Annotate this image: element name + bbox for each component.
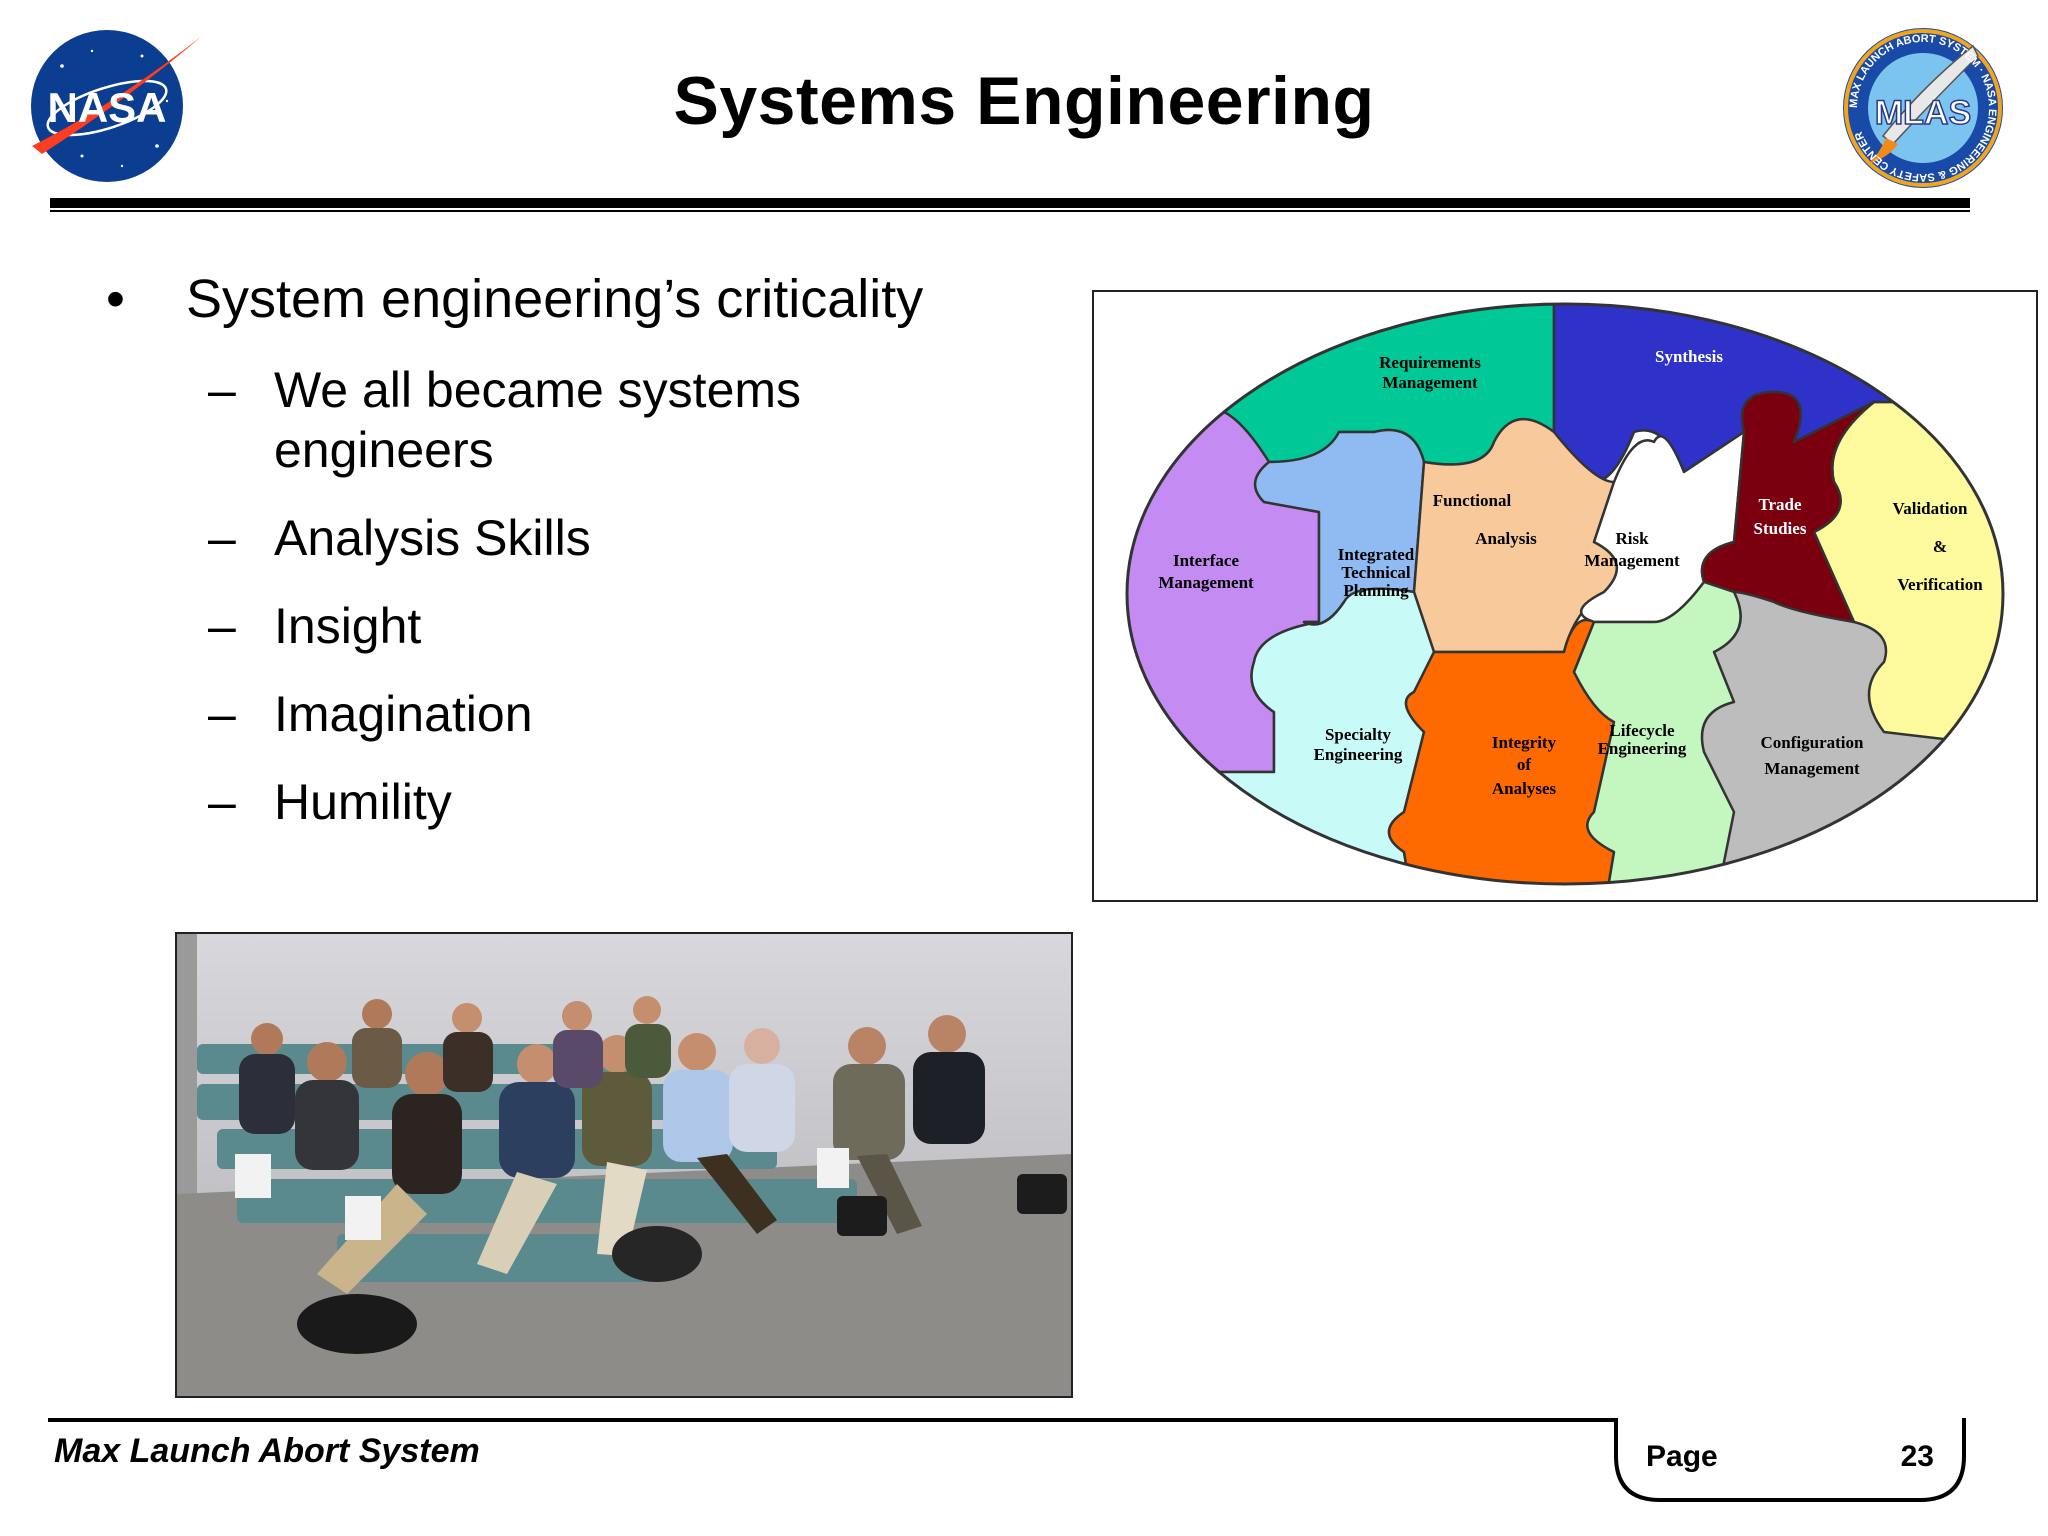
svg-text:Verification: Verification: [1897, 575, 1983, 594]
footer-title: Max Launch Abort System: [54, 1432, 480, 1470]
svg-text:Configuration: Configuration: [1761, 733, 1865, 752]
label-integrated: Integrated: [1338, 545, 1415, 564]
page-title: Systems Engineering: [673, 63, 1375, 139]
svg-text:Trade: Trade: [1758, 495, 1802, 514]
label-integrity: Analyses: [1492, 779, 1557, 798]
svg-text:Engineering: Engineering: [1598, 739, 1687, 758]
sub-bullet: – We all became systems engineers: [100, 360, 834, 480]
puzzle-diagram: Requirements Management Synthesis Interf…: [1092, 290, 2038, 902]
dash-marker: –: [208, 686, 236, 743]
sub-bullet: – Insight: [100, 596, 1060, 656]
svg-text:Integrity: Integrity: [1492, 733, 1557, 752]
svg-text:Technical: Technical: [1341, 563, 1411, 582]
sub-bullet-text: We all became systems engineers: [274, 362, 802, 479]
sub-bullet-text: Analysis Skills: [274, 510, 591, 567]
svg-text:Functional: Functional: [1433, 491, 1512, 510]
svg-text:&: &: [1933, 537, 1947, 556]
label-integrated: Technical: [1341, 563, 1411, 582]
label-risk: Management: [1584, 551, 1680, 570]
label-configuration: Management: [1764, 759, 1860, 778]
label-risk: Risk: [1615, 529, 1649, 548]
label-validation: &: [1933, 537, 1947, 556]
sub-bullet-text: Insight: [274, 598, 422, 655]
nasa-logo: NASA: [22, 26, 212, 186]
mlas-logo: MAX LAUNCH ABORT SYSTEM · NASA ENGINEERI…: [1838, 26, 2008, 190]
label-functional: Analysis: [1475, 529, 1537, 548]
label-integrated: Planning: [1343, 581, 1409, 600]
label-specialty: Engineering: [1314, 745, 1403, 764]
bullet-marker: •: [106, 269, 125, 329]
label-trade: Trade: [1758, 495, 1802, 514]
svg-text:Synthesis: Synthesis: [1655, 347, 1723, 366]
label-interface: Interface: [1173, 551, 1240, 570]
svg-text:Analyses: Analyses: [1492, 779, 1557, 798]
page-label: Page: [1646, 1440, 1718, 1473]
label-synthesis: Synthesis: [1655, 347, 1723, 366]
sub-bullet-text: Imagination: [274, 686, 533, 743]
dash-marker: –: [208, 362, 236, 419]
svg-text:Validation: Validation: [1893, 499, 1969, 518]
bullet-main: • System engineering’s criticality: [100, 268, 1060, 330]
piece-trade: [1700, 390, 1876, 624]
nasa-logo-text: NASA: [47, 84, 166, 131]
sub-bullet: – Imagination: [100, 684, 1060, 744]
audience-photo: [175, 932, 1073, 1398]
piece-requirements: [1127, 304, 1556, 466]
label-trade: Studies: [1754, 519, 1807, 538]
mlas-logo-text: MLAS: [1875, 94, 1971, 132]
svg-text:Risk: Risk: [1615, 529, 1649, 548]
dash-marker: –: [208, 598, 236, 655]
label-integrity: Integrity: [1492, 733, 1557, 752]
svg-text:of: of: [1517, 755, 1532, 774]
label-requirements: Requirements: [1379, 353, 1481, 372]
label-validation: Verification: [1897, 575, 1983, 594]
dash-marker: –: [208, 510, 236, 567]
svg-text:Management: Management: [1584, 551, 1680, 570]
svg-text:Planning: Planning: [1343, 581, 1409, 600]
label-functional: Functional: [1433, 491, 1512, 510]
label-configuration: Configuration: [1761, 733, 1865, 752]
dash-marker: –: [208, 774, 236, 831]
label-lifecycle: Lifecycle: [1609, 721, 1675, 740]
svg-text:Requirements: Requirements: [1379, 353, 1481, 372]
svg-text:Analysis: Analysis: [1475, 529, 1537, 548]
label-integrity: of: [1517, 755, 1532, 774]
svg-text:Integrated: Integrated: [1338, 545, 1415, 564]
svg-text:Engineering: Engineering: [1314, 745, 1403, 764]
svg-text:Studies: Studies: [1754, 519, 1807, 538]
svg-text:Management: Management: [1158, 573, 1254, 592]
piece-lifecycle: [1572, 580, 1742, 884]
page-number-tab: [1614, 1418, 1968, 1504]
label-lifecycle: Engineering: [1598, 739, 1687, 758]
bullet-list: • System engineering’s criticality – We …: [100, 268, 1060, 860]
label-specialty: Specialty: [1325, 725, 1392, 744]
svg-text:Lifecycle: Lifecycle: [1609, 721, 1675, 740]
label-interface: Management: [1158, 573, 1254, 592]
header-divider-thin: [50, 210, 1970, 212]
svg-text:Interface: Interface: [1173, 551, 1240, 570]
footer-divider: [48, 1418, 1964, 1422]
page-number: 23: [1900, 1440, 1934, 1473]
sub-bullet: – Analysis Skills: [100, 508, 1060, 568]
svg-text:Management: Management: [1764, 759, 1860, 778]
sub-bullet: – Humility: [100, 772, 1060, 832]
svg-text:Management: Management: [1382, 373, 1478, 392]
svg-text:Specialty: Specialty: [1325, 725, 1392, 744]
header-divider: [50, 198, 1970, 208]
label-validation: Validation: [1893, 499, 1969, 518]
label-requirements: Management: [1382, 373, 1478, 392]
bullet-main-text: System engineering’s criticality: [186, 269, 924, 329]
sub-bullet-text: Humility: [274, 774, 452, 831]
